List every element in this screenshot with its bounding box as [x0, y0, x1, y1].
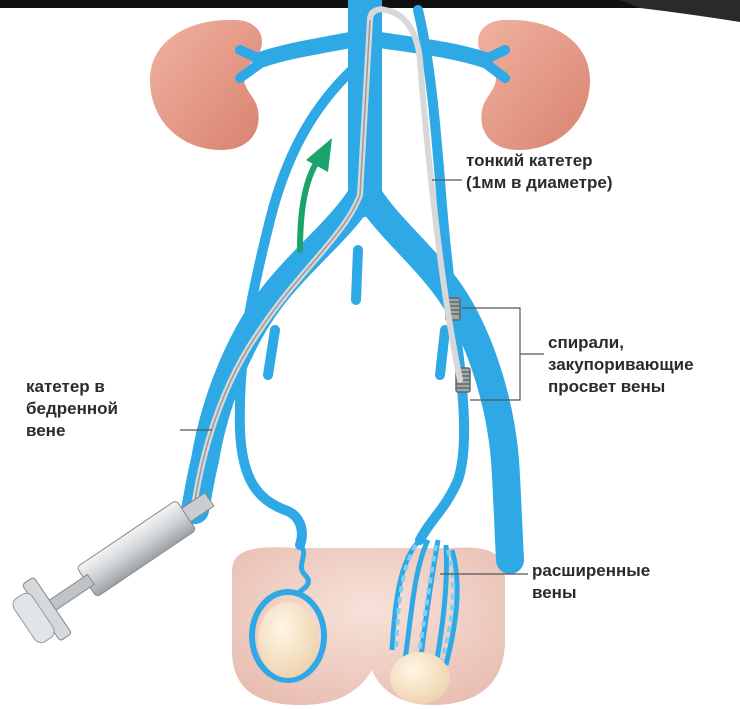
- label-thin-catheter: тонкий катетер (1мм в диаметре): [466, 150, 613, 194]
- arrow-head: [306, 138, 332, 172]
- label-femoral-catheter: катетер в бедренной вене: [26, 376, 118, 442]
- label-coils: спирали, закупоривающие просвет вены: [548, 332, 694, 398]
- right-kidney: [478, 20, 590, 150]
- left-iliac-vein: [195, 195, 362, 510]
- label-dilated-veins: расширенные вены: [532, 560, 650, 604]
- left-testis: [258, 602, 318, 678]
- right-renal-vein: [380, 40, 485, 60]
- top-strip-shade: [620, 0, 740, 22]
- left-renal-vein: [260, 40, 350, 60]
- right-testis: [390, 652, 450, 704]
- left-kidney: [150, 20, 262, 150]
